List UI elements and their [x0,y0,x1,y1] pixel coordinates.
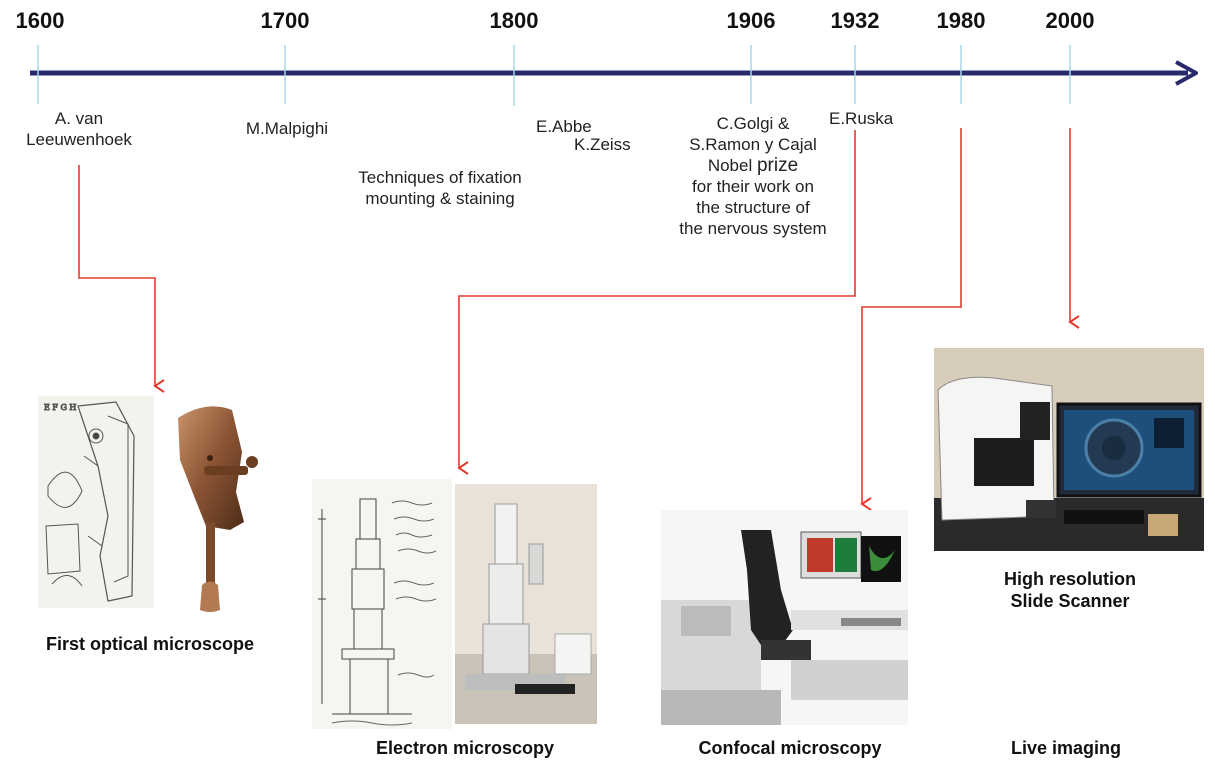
arrow-1980 [860,128,962,511]
note-ruska: E.Ruska [829,109,894,128]
year-label: 1600 [15,8,65,33]
caption-confocal: Confocal microscopy [698,738,882,758]
note-golgi-cajal: C.Golgi & S.Ramon y Cajal Nobel prize fo… [660,113,846,239]
note-fixation: Techniques of fixation mounting & staini… [325,167,555,209]
note-line: mounting & staining [365,189,515,208]
timeline-ticks [37,45,1071,106]
note-line: S.Ramon y Cajal [689,135,817,154]
electron-microscope-drawing [455,484,597,724]
caption-line: High resolution [1004,569,1136,589]
note-nobel: Nobel [707,156,757,175]
caption-scanner: High resolution Slide Scanner [950,568,1190,612]
year-label: 2000 [1045,8,1095,33]
note-malpighi: M.Malpighi [245,119,329,138]
note-abbe: E.Abbe [536,117,592,136]
year-label: 1700 [260,8,310,33]
caption-electron: Electron microscopy [375,738,555,758]
year-label: 1932 [830,8,880,33]
note-line: Leeuwenhoek [26,130,132,149]
photo-scanner-image [934,348,1204,551]
photo-electron-image [455,484,597,724]
arrow-ruska [457,130,856,475]
caption-line: Slide Scanner [1010,591,1130,611]
svg-text:E F G H: E F G H [44,403,76,412]
note-zeiss: K.Zeiss [574,135,631,154]
photo-optical-image [166,400,260,614]
sketch-optical-drawing: E F G H [44,401,135,602]
year-label: 1906 [726,8,776,33]
note-line: the structure of [696,198,810,217]
note-line: Techniques of fixation [358,168,522,187]
year-label: 1980 [936,8,986,33]
brass-microscope-drawing [178,406,258,612]
slide-scanner-drawing [934,348,1204,551]
note-prize: prize [756,155,799,176]
caption-optical: First optical microscope [45,634,255,654]
arrow-leeuwenhoek [78,165,165,393]
electron-sketch-drawing [318,498,437,726]
sketch-electron-image [312,479,452,729]
note-line: for their work on [692,177,814,196]
caption-live: Live imaging [1010,738,1122,758]
note-line: the nervous system [679,219,827,238]
note-leeuwenhoek: A. van Leeuwenhoek [4,108,154,150]
sketch-optical-image: E F G H [38,396,154,608]
confocal-microscope-drawing [661,510,908,725]
year-label: 1800 [489,8,539,33]
note-line: A. van [54,109,104,128]
photo-confocal-image [661,510,908,725]
note-line: Nobel prize [660,155,846,176]
note-line: C.Golgi & [716,114,790,133]
timeline-arrowhead-icon [1175,60,1198,86]
